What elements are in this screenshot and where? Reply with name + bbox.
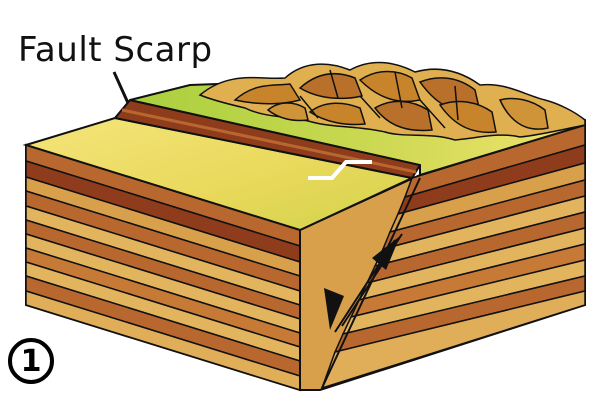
label-pointer xyxy=(112,71,130,104)
hills-terrain xyxy=(198,61,586,141)
downthrown-block-front xyxy=(25,143,301,392)
fault-arrow-up-icon xyxy=(372,236,400,270)
fault-arrow-down-icon xyxy=(324,288,344,330)
fault-scarp-label: Fault Scarp xyxy=(18,30,213,70)
offset-road-marker xyxy=(308,160,372,180)
upthrown-block-front xyxy=(299,123,586,391)
step-number-badge: 1 xyxy=(8,338,54,384)
